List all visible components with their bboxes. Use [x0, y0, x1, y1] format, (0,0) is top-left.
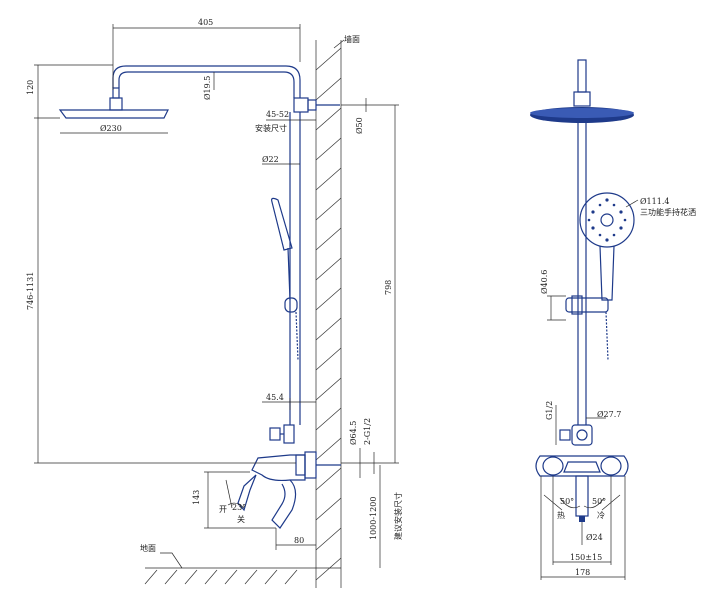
label-close: 关	[237, 514, 245, 524]
dim-arm-width: 405	[198, 18, 213, 27]
dim-center-distance: 150±15	[570, 553, 602, 562]
dim-bracket: Ø50	[355, 117, 364, 134]
label-install-size-suggested: 建议安装尺寸	[393, 492, 403, 540]
mixer-body	[251, 454, 306, 482]
side-view	[58, 65, 341, 529]
label-handshower: 三功能手持花洒	[640, 207, 696, 217]
dim-riser: Ø22	[262, 155, 279, 164]
wall-label: 墙面	[344, 34, 360, 44]
dim-spout-dia: Ø24	[586, 533, 603, 542]
dim-spout-height: 143	[192, 490, 201, 505]
dim-valve-body: Ø64.5	[349, 421, 358, 445]
dimension-lines	[34, 24, 399, 568]
dim-head-height: 120	[26, 80, 35, 95]
dim-angle-right: 50°	[592, 497, 606, 506]
dim-riser-offset: 45.4	[266, 393, 284, 402]
dim-spout-reach: 80	[294, 536, 304, 545]
wall	[315, 40, 342, 588]
dim-diverter-thread: G1/2	[545, 401, 554, 420]
spout-side	[271, 479, 297, 529]
label-open: 开	[219, 505, 227, 514]
label-install-size: 安装尺寸	[255, 123, 287, 133]
dim-overall-width: 178	[575, 568, 590, 577]
dim-head-dia: Ø230	[100, 124, 122, 133]
dim-diverter-dia: Ø27.7	[597, 410, 621, 419]
floor-label: 地面	[140, 543, 156, 553]
dim-total-range: 746-1131	[26, 272, 35, 310]
dim-arm-pipe: Ø19.5	[203, 76, 212, 100]
mixer-handle	[237, 474, 257, 512]
hand-shower-front	[579, 192, 635, 248]
dim-inlet-thread: 2-G1/2	[363, 418, 372, 445]
front-dimension-lines	[540, 199, 639, 580]
dim-install-height: 1000-1200	[369, 497, 378, 540]
shower-head-side	[58, 109, 169, 119]
dim-handle-angle: 23°	[232, 503, 246, 512]
dim-wall-offset: 45-52	[266, 110, 289, 119]
dim-angle-left: 50°	[560, 497, 574, 506]
front-view	[530, 59, 635, 522]
label-hot: 热	[557, 510, 565, 520]
floor	[144, 567, 341, 585]
hand-shower-side	[271, 197, 293, 251]
shower-arm	[112, 65, 301, 98]
label-cold: 冷	[597, 510, 605, 520]
dim-riser-length: 798	[384, 280, 393, 295]
mixer-body-front	[535, 455, 629, 477]
dim-slider: Ø40.6	[540, 270, 549, 294]
dim-handshower-dia: Ø111.4	[640, 197, 669, 206]
